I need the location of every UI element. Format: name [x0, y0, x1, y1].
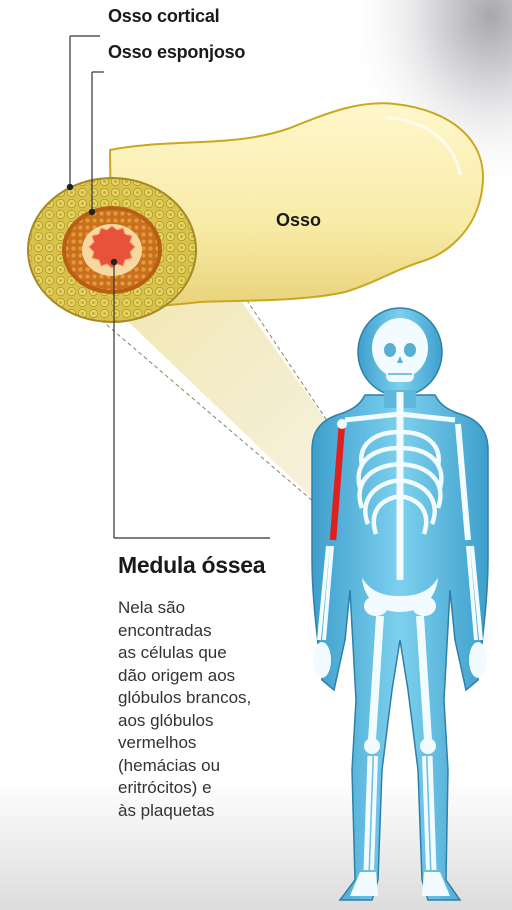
label-osso: Osso — [276, 210, 321, 231]
label-osso-cortical: Osso cortical — [108, 6, 219, 27]
description-line: (hemácias ou — [118, 755, 318, 778]
description-line: dão origem aos — [118, 665, 318, 688]
label-medula-ossea: Medula óssea — [118, 552, 265, 579]
description-line: encontradas — [118, 620, 318, 643]
label-osso-esponjoso: Osso esponjoso — [108, 42, 245, 63]
description-line: eritrócitos) e — [118, 777, 318, 800]
dot-medula — [111, 259, 117, 265]
dot-esponjoso — [89, 209, 95, 215]
bone-cross-section — [28, 178, 196, 322]
dot-cortical — [67, 184, 73, 190]
description-line: glóbulos brancos, — [118, 687, 318, 710]
description-line: vermelhos — [118, 732, 318, 755]
description-line: aos glóbulos — [118, 710, 318, 733]
description-line: as células que — [118, 642, 318, 665]
description-line: às plaquetas — [118, 800, 318, 823]
medula-description: Nela são encontradas as células que dão … — [118, 597, 318, 822]
description-line: Nela são — [118, 597, 318, 620]
